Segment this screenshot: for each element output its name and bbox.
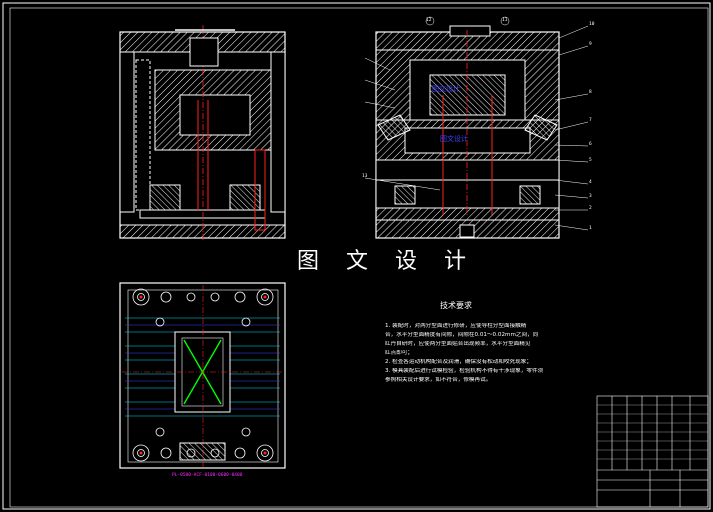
note-line: 红丹自研时，应使两分型面贴合出现频率，水平分型面精见 xyxy=(385,341,531,347)
callout-4: 4 xyxy=(589,180,592,185)
callout-5: 5 xyxy=(589,158,592,163)
callout-10: 10 xyxy=(589,22,595,27)
callout-13: 13 xyxy=(362,174,368,179)
callout-8: 8 xyxy=(589,90,592,95)
plan-view xyxy=(119,282,286,469)
note-line: 3. 模具装配后进行试模检验，检验机构不得有干涉现象，零件须 xyxy=(385,368,544,374)
callout-11: 11 xyxy=(502,18,508,23)
callout-7: 7 xyxy=(589,118,592,123)
callout-12: 12 xyxy=(426,18,432,23)
note-line: 合，水平分型面精度有间隙，间隙在0.01～0.02mm之间，同 xyxy=(385,332,539,338)
section-overlay-text: 图文设计 xyxy=(432,85,460,93)
right-section-view xyxy=(364,16,589,239)
note-line: 1. 装配时，对两分型面进行修研，应使导柱分型面接触精 xyxy=(385,323,527,329)
plan-view-caption: PL-0500-ACF-0100-0600-0400 xyxy=(172,473,243,478)
callout-9: 9 xyxy=(589,42,592,47)
callout-6: 6 xyxy=(589,142,592,147)
section-overlay-text: 图文设计 xyxy=(440,135,468,143)
callout-1: 1 xyxy=(589,226,592,231)
note-line: 红点即可； xyxy=(385,350,413,356)
callout-3: 3 xyxy=(589,194,592,199)
watermark-text: 图 文 设 计 xyxy=(297,249,476,274)
note-line: 2. 检查各运动机构配合及润滑，确保没有松动和咬死现象； xyxy=(385,359,532,365)
note-line: 参照相关设计要求，如不符合，修模再试。 xyxy=(385,377,492,383)
left-section-view xyxy=(119,25,286,240)
callout-2: 2 xyxy=(589,206,592,211)
title-block xyxy=(596,395,709,508)
inner-border xyxy=(9,7,709,508)
technical-requirements-title: 技术要求 xyxy=(440,301,472,310)
